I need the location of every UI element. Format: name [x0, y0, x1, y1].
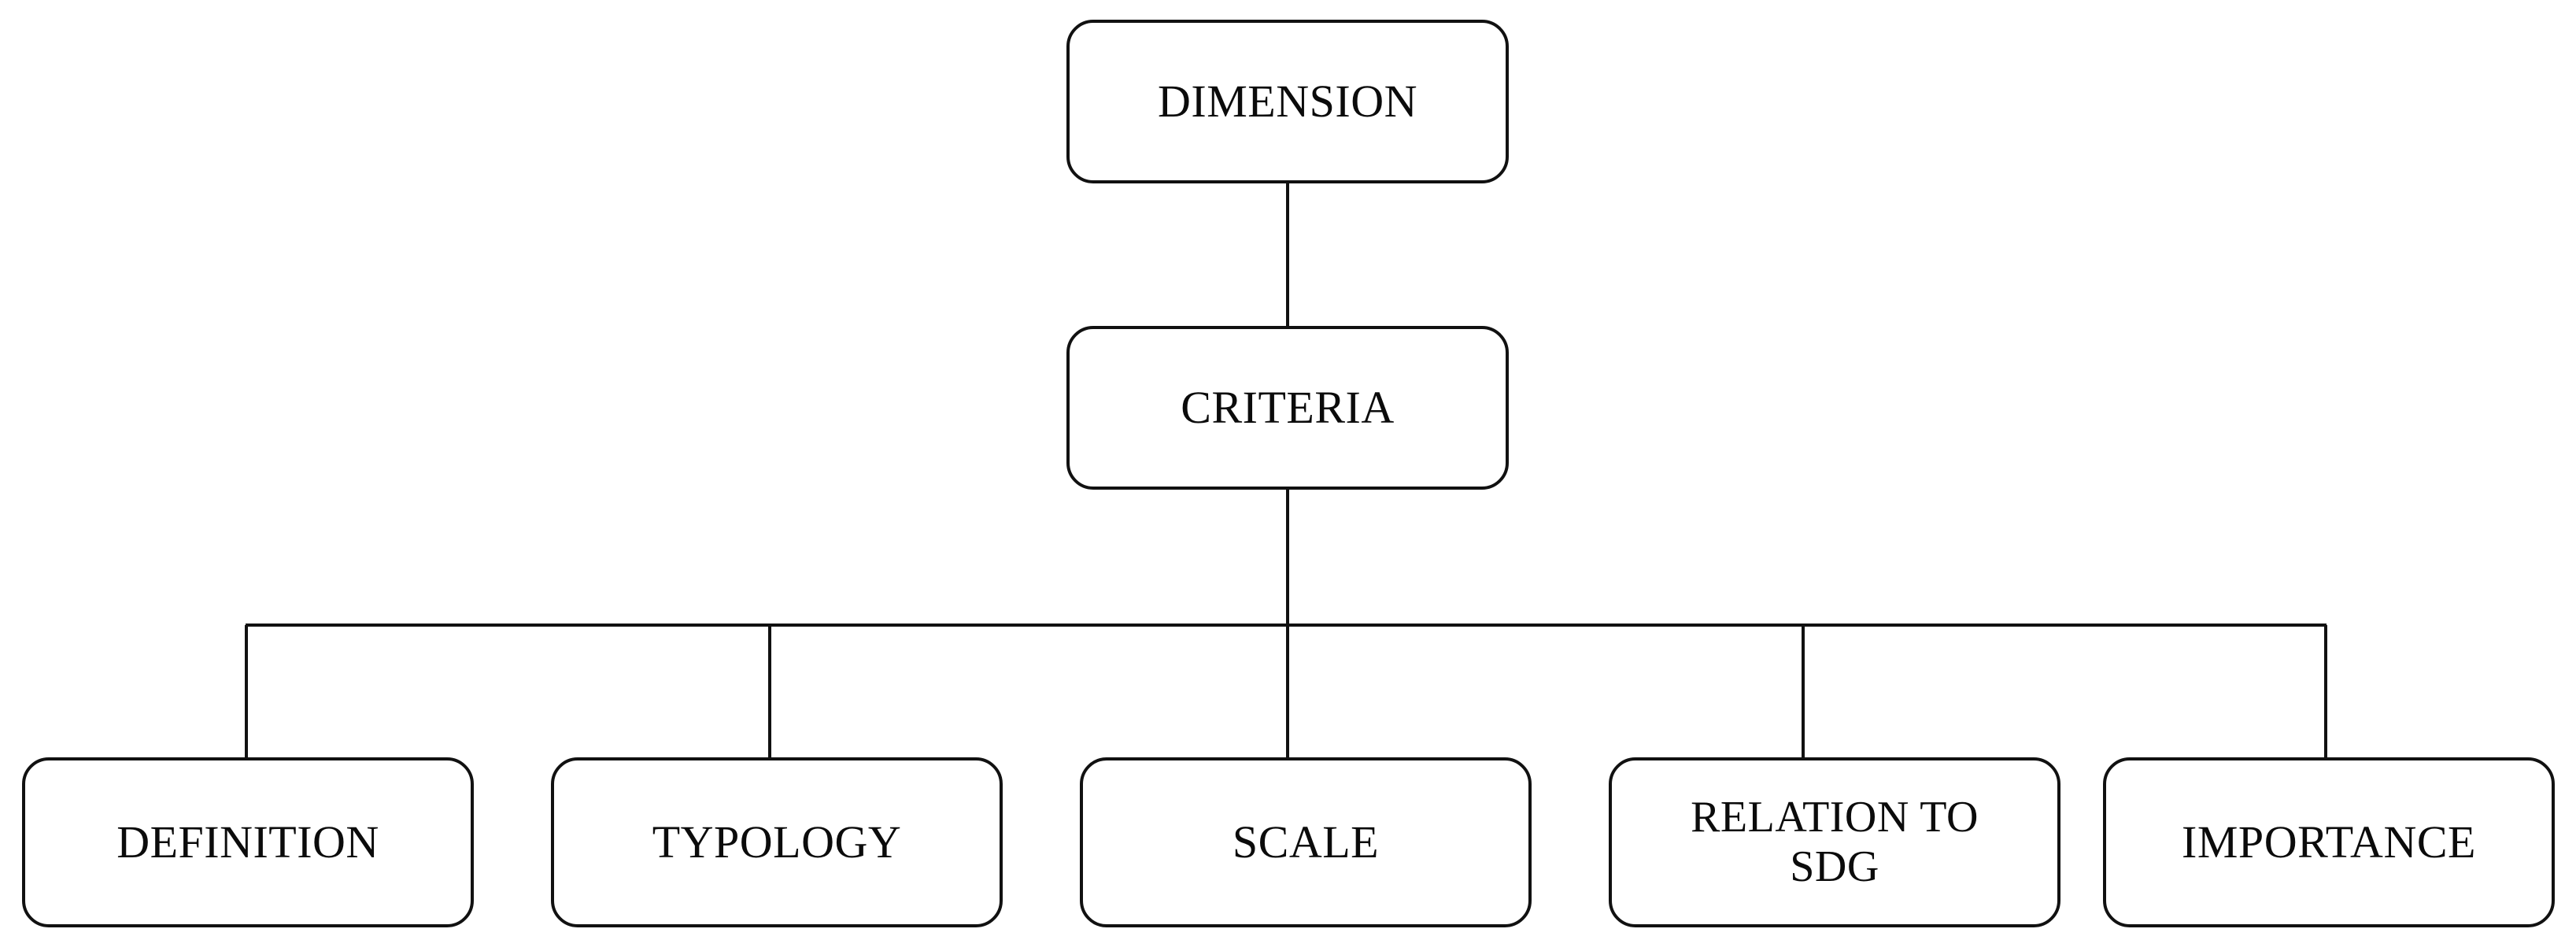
- node-importance[interactable]: IMPORTANCE: [2103, 757, 2555, 927]
- node-scale-label: SCALE: [1232, 816, 1380, 868]
- node-dimension-label: DIMENSION: [1158, 75, 1417, 127]
- node-definition[interactable]: DEFINITION: [22, 757, 474, 927]
- node-scale[interactable]: SCALE: [1080, 757, 1532, 927]
- node-definition-label: DEFINITION: [116, 816, 379, 868]
- node-importance-label: IMPORTANCE: [2182, 816, 2476, 868]
- node-relation-to-sdg[interactable]: RELATION TO SDG: [1609, 757, 2060, 927]
- node-criteria[interactable]: CRITERIA: [1066, 326, 1509, 490]
- node-dimension[interactable]: DIMENSION: [1066, 20, 1509, 183]
- node-relation-to-sdg-label: RELATION TO SDG: [1691, 793, 1979, 891]
- node-typology[interactable]: TYPOLOGY: [551, 757, 1003, 927]
- node-criteria-label: CRITERIA: [1181, 381, 1395, 433]
- node-typology-label: TYPOLOGY: [652, 816, 902, 868]
